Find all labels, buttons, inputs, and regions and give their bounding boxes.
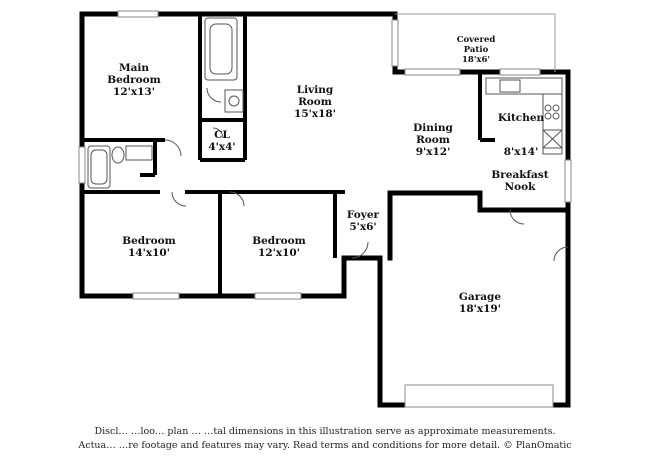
door-front: [351, 241, 369, 259]
garage-door: [404, 384, 554, 408]
dims-foyer: 5'x6': [349, 221, 376, 233]
door-bath: [206, 87, 222, 103]
label-closet: CL: [214, 129, 230, 141]
dims-living-room: 15'x18': [294, 108, 336, 120]
door-garage-side: [553, 246, 569, 262]
window-bedroom-mid: [254, 292, 302, 300]
window-nook: [564, 159, 572, 203]
label-main-bedroom-1: Main: [119, 62, 149, 74]
label-main-bedroom-2: Bedroom: [107, 74, 161, 86]
label-living-room-2: Room: [298, 96, 332, 108]
dims-covered-patio: 18'x6': [462, 55, 490, 65]
label-living-room-1: Living: [297, 84, 334, 96]
label-breakfast-nook-2: Nook: [505, 181, 537, 193]
door-bedroom-mid: [229, 191, 245, 207]
kitchen-counter-top: [485, 77, 563, 95]
window-main-bedroom: [117, 10, 159, 18]
sink-hall: [125, 145, 153, 161]
dims-garage: 18'x19': [459, 303, 501, 315]
window-kitchen: [499, 68, 541, 76]
label-covered-patio-1: Covered: [457, 35, 496, 45]
label-foyer: Foyer: [347, 209, 380, 221]
doors: [164, 87, 569, 262]
dims-kitchen: 8'x14': [504, 146, 539, 158]
exterior-walls: [79, 11, 571, 408]
window-dining: [404, 68, 461, 76]
dims-closet: 4'x4': [208, 141, 235, 153]
door-garage-entry: [509, 209, 525, 225]
patio-outline: [395, 13, 556, 72]
window-bath: [78, 146, 86, 184]
dims-bedroom-left: 14'x10': [128, 247, 170, 259]
label-dining-room-1: Dining: [413, 122, 453, 134]
toilet: [111, 146, 125, 164]
label-garage: Garage: [459, 291, 501, 303]
fixtures: [87, 17, 563, 189]
interior-walls: [82, 14, 495, 296]
label-dining-room-2: Room: [416, 134, 450, 146]
door-main-bedroom: [164, 139, 182, 157]
label-covered-patio-2: Patio: [464, 45, 489, 55]
kitchen-sink: [499, 79, 521, 93]
window-living: [391, 19, 399, 67]
dims-dining-room: 9'x12': [416, 146, 451, 158]
windows: [78, 10, 572, 408]
door-closet: [212, 127, 224, 139]
dims-bedroom-mid: 12'x10': [258, 247, 300, 259]
label-kitchen: Kitchen: [498, 112, 545, 124]
door-bedroom-left: [171, 191, 187, 207]
disclaimer-line-2: Actua… …re footage and features may vary…: [78, 440, 572, 451]
label-bedroom-mid: Bedroom: [252, 235, 306, 247]
disclaimer-line-1: Discl… …loo… plan … …tal dimensions in t…: [94, 426, 556, 437]
dims-main-bedroom: 12'x13': [113, 86, 155, 98]
label-bedroom-left: Bedroom: [122, 235, 176, 247]
label-breakfast-nook-1: Breakfast: [491, 169, 548, 181]
window-bedroom-left: [132, 292, 180, 300]
room-labels: Main Bedroom 12'x13' Living Room 15'x18'…: [107, 35, 549, 315]
